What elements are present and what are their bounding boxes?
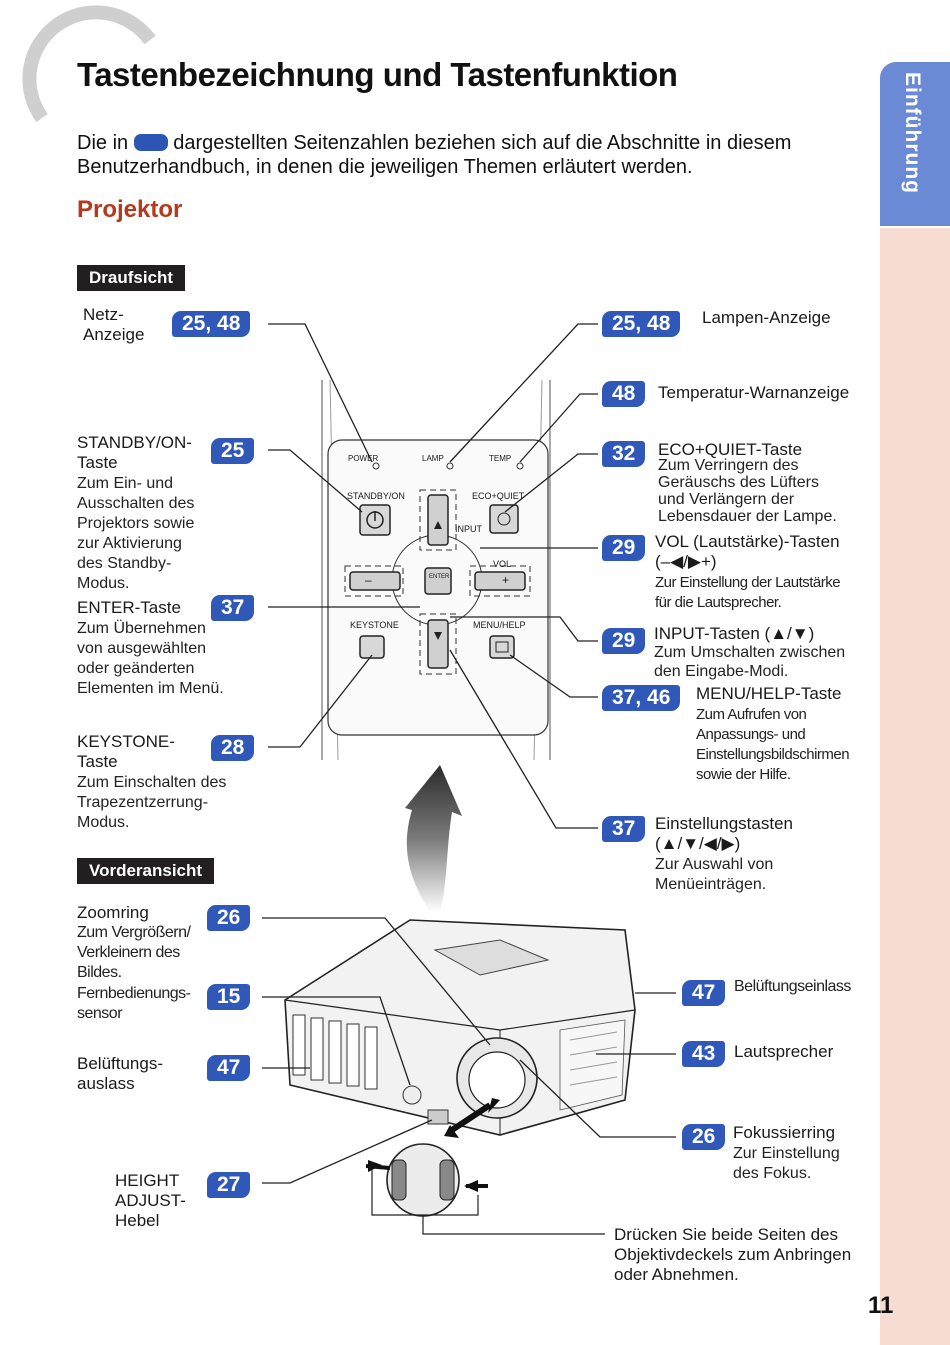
panel-input-label: INPUT — [455, 524, 482, 534]
standby-button-label: STANDBY/ON- Taste — [77, 433, 192, 472]
menu-button-desc: Zum Aufrufen von Anpassungs- und Einstel… — [696, 706, 850, 783]
section-title: Projektor — [77, 196, 183, 223]
page-badge[interactable]: 48 — [602, 381, 646, 407]
adjust-buttons-label: Einstellungstasten (▲/▼/◀/▶) — [655, 814, 793, 853]
panel-standby-label: STANDBY/ON — [347, 491, 405, 501]
panel-temp-label: TEMP — [489, 454, 512, 463]
zoom-ring-desc: Zum Vergrößern/ Verkleinern des Bildes. — [77, 924, 191, 981]
panel-enter-label: ENTER — [429, 574, 450, 580]
zoom-ring-label: Zoomring — [77, 903, 149, 922]
focus-ring-label: Fokussierring — [733, 1123, 836, 1142]
page-badge[interactable]: 26 — [207, 905, 251, 931]
top-view-heading: Draufsicht — [77, 265, 186, 291]
eco-button-label: ECO+QUIET-Taste — [658, 440, 803, 459]
side-tab-label: Einführung — [901, 72, 924, 194]
page-badge[interactable]: 32 — [602, 441, 646, 467]
power-indicator-label: Netz- Anzeige — [83, 305, 145, 344]
panel-menu-label: MENU/HELP — [473, 620, 526, 630]
keystone-button-desc: Zum Einschalten des Trapezentzerrung- Mo… — [77, 774, 227, 831]
page-badge-sample — [133, 134, 168, 151]
page-badge[interactable]: 28 — [211, 735, 255, 761]
lens-cap-illustration — [365, 1143, 605, 1235]
enter-button-label: ENTER-Taste — [77, 598, 181, 617]
page-badge[interactable]: 15 — [207, 984, 251, 1010]
page-badge[interactable]: 47 — [682, 980, 726, 1006]
side-strip — [880, 228, 950, 1345]
page-badge[interactable]: 29 — [602, 535, 646, 561]
panel-vol-label: VOL — [493, 559, 512, 569]
speaker-label: Lautsprecher — [734, 1042, 834, 1061]
vol-button-desc: Zur Einstellung der Lautstärke für die L… — [655, 574, 841, 611]
panel-power-label: POWER — [348, 454, 379, 463]
intro-before: Die in — [77, 132, 129, 154]
page-badge[interactable]: 37 — [211, 595, 255, 621]
enter-button-desc: Zum Übernehmen von ausgewählten oder geä… — [77, 620, 224, 697]
remote-sensor-label: Fernbedienungs- sensor — [77, 985, 191, 1022]
adjust-buttons-desc: Zur Auswahl von Menüeinträgen. — [655, 856, 774, 893]
panel-eco-label: ECO+QUIET — [472, 491, 525, 501]
page-title: Tastenbezeichnung und Tastenfunktion — [77, 56, 678, 93]
vol-button-label: VOL (Lautstärke)-Tasten (–◀/▶+) — [655, 532, 840, 571]
page-badge[interactable]: 37, 46 — [602, 685, 681, 711]
lamp-indicator-label: Lampen-Anzeige — [702, 308, 831, 327]
page-badge[interactable]: 47 — [207, 1055, 251, 1081]
page-badge[interactable]: 37 — [602, 816, 646, 842]
control-panel-illustration — [321, 379, 551, 761]
front-view-heading: Vorderansicht — [77, 858, 215, 884]
side-tab[interactable]: Einführung — [880, 62, 950, 226]
page-badge[interactable]: 25, 48 — [172, 311, 251, 337]
input-button-desc: Zum Umschalten zwischen den Eingabe-Modi… — [654, 644, 846, 680]
menu-button-label: MENU/HELP-Taste — [696, 684, 842, 703]
page-badge[interactable]: 26 — [682, 1124, 726, 1150]
input-button-label: INPUT-Tasten (▲/▼) — [654, 624, 815, 643]
keystone-button-label: KEYSTONE- Taste — [77, 732, 175, 771]
panel-vol-minus: – — [365, 573, 372, 587]
focus-ring-desc: Zur Einstellung des Fokus. — [733, 1145, 840, 1182]
panel-keystone-label: KEYSTONE — [350, 620, 399, 630]
panel-vol-plus: + — [502, 573, 510, 587]
page-number: 11 — [868, 1292, 894, 1319]
intro-after: dargestellten Seitenzahlen beziehen sich… — [77, 132, 792, 178]
page-badge[interactable]: 25 — [211, 438, 255, 464]
intro-text: Die in dargestellten Seitenzahlen bezieh… — [77, 131, 877, 179]
page-badge[interactable]: 25, 48 — [602, 311, 681, 337]
page-badge[interactable]: 27 — [207, 1172, 251, 1198]
curved-arrow-icon — [405, 765, 462, 912]
projector-illustration — [284, 919, 636, 1138]
exhaust-vent-label: Belüftungs- auslass — [77, 1054, 163, 1093]
intake-vent-label: Belüftungseinlass — [734, 978, 851, 995]
title-arc — [22, 5, 156, 123]
panel-lamp-label: LAMP — [422, 454, 444, 463]
lens-cap-note: Drücken Sie beide Seiten des Objektivdec… — [614, 1225, 852, 1284]
page-badge[interactable]: 43 — [682, 1041, 726, 1067]
page-badge[interactable]: 29 — [602, 628, 646, 654]
leader-lines — [262, 323, 676, 1184]
temp-indicator-label: Temperatur-Warnanzeige — [658, 383, 850, 402]
standby-button-desc: Zum Ein- und Ausschalten des Projektors … — [77, 475, 195, 592]
eco-button-desc: Zum Verringern des Geräuschs des Lüfters… — [658, 457, 837, 525]
height-adjust-label: HEIGHT ADJUST- Hebel — [115, 1171, 186, 1230]
